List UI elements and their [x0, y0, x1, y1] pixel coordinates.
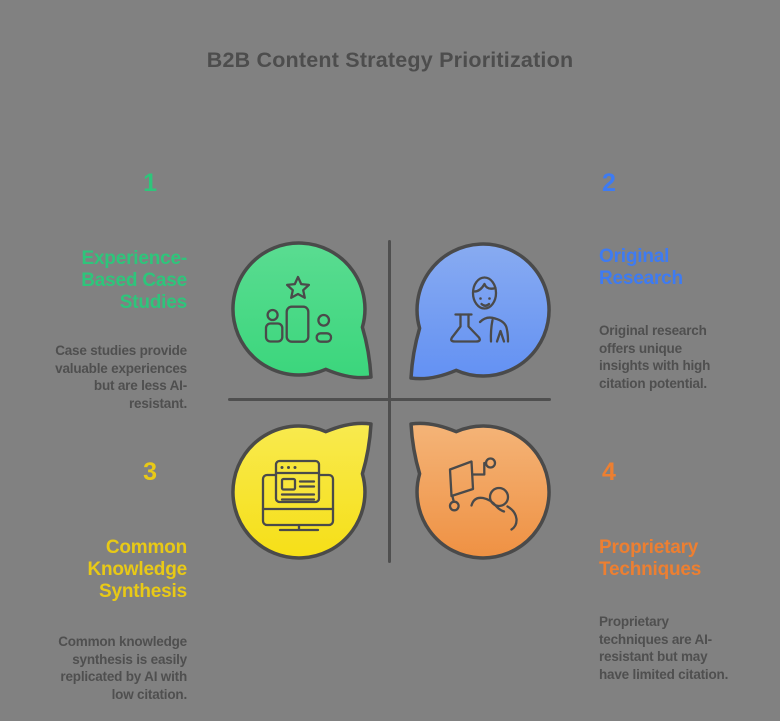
section-description: Case studies provide valuable experience…: [55, 343, 187, 411]
vertical-divider: [388, 240, 391, 563]
section-title: Original Research: [599, 246, 683, 289]
section-number: 2: [602, 169, 616, 197]
flowchart-person-icon: [448, 457, 518, 531]
ranking-podium-star-icon: [264, 275, 333, 343]
section-title: Experience- Based Case Studies: [81, 248, 187, 313]
section-number: 4: [602, 458, 616, 486]
horizontal-divider: [228, 398, 551, 401]
section-experience-based-case-studies: 1 Experience- Based Case Studies Case st…: [25, 153, 187, 430]
section-number: 3: [143, 458, 157, 486]
section-description: Original research offers unique insights…: [599, 323, 711, 391]
section-number: 1: [143, 169, 157, 197]
speech-bubble-orange: [409, 421, 551, 560]
section-common-knowledge-synthesis: 3 Common Knowledge Synthesis Common know…: [25, 442, 187, 721]
speech-bubble-blue: [409, 242, 551, 381]
speech-bubble-yellow: [231, 421, 373, 560]
star-icon: [285, 275, 311, 299]
section-title: Common Knowledge Synthesis: [87, 537, 187, 602]
section-description: Common knowledge synthesis is easily rep…: [58, 634, 187, 702]
browser-monitor-icon: [261, 459, 335, 532]
section-proprietary-techniques: 4 Proprietary Techniques Proprietary tec…: [599, 442, 775, 701]
section-title: Proprietary Techniques: [599, 537, 702, 580]
speech-bubble-green: [231, 241, 373, 380]
section-original-research: 2 Original Research Original research of…: [599, 153, 771, 410]
page-title: B2B Content Strategy Prioritization: [206, 48, 574, 72]
section-description: Proprietary techniques are AI- resistant…: [599, 614, 729, 682]
scientist-flask-icon: [450, 276, 510, 343]
